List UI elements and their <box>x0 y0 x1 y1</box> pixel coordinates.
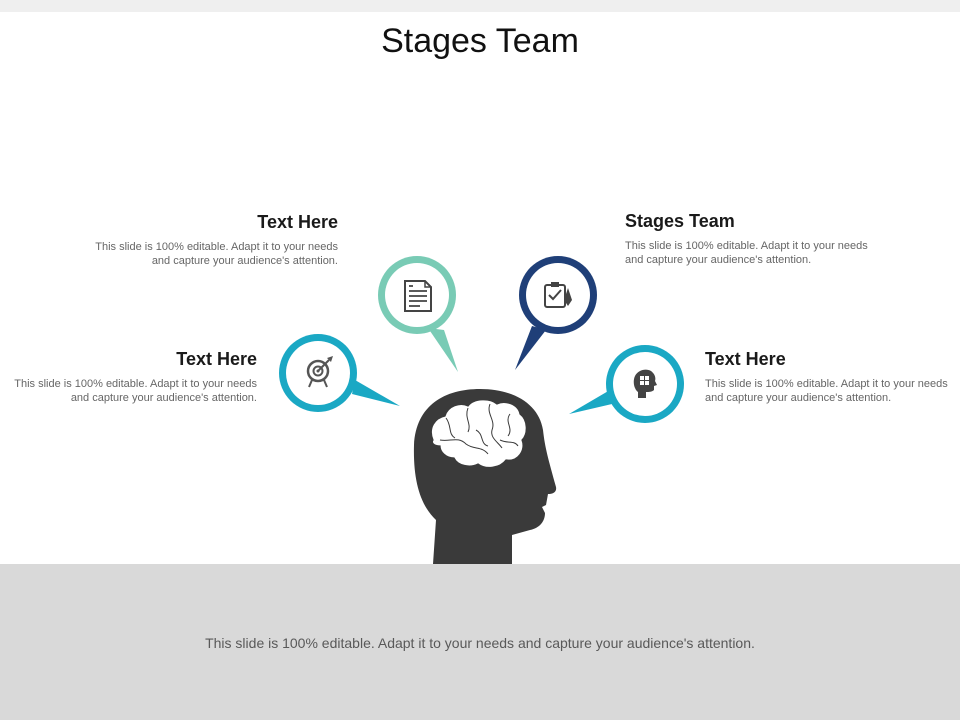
text-block-mid-left: Text Here This slide is 100% editable. A… <box>7 348 257 405</box>
brain-icon <box>430 399 527 469</box>
block-heading: Stages Team <box>625 211 735 231</box>
head-diagram <box>279 256 684 564</box>
top-bar <box>0 0 960 12</box>
target-icon <box>306 356 333 388</box>
bubble-clipboard <box>515 256 597 370</box>
bubble-document <box>378 256 458 372</box>
text-block-top-left: Text Here This slide is 100% editable. A… <box>88 211 338 268</box>
slide-title: Stages Team <box>381 22 579 60</box>
block-description: This slide is 100% editable. Adapt it to… <box>95 241 338 267</box>
document-icon <box>404 280 432 312</box>
block-description: This slide is 100% editable. Adapt it to… <box>705 378 948 404</box>
bubble-puzzle-head <box>569 345 684 423</box>
text-block-mid-right: Text Here This slide is 100% editable. A… <box>705 348 955 405</box>
block-description: This slide is 100% editable. Adapt it to… <box>625 240 868 266</box>
block-heading: Text Here <box>705 349 786 369</box>
footer-band <box>0 564 960 720</box>
text-block-top-right: Stages Team This slide is 100% editable.… <box>625 210 875 267</box>
block-description: This slide is 100% editable. Adapt it to… <box>14 378 257 404</box>
puzzle-head-icon <box>633 369 657 398</box>
bubble-target <box>279 334 400 412</box>
block-heading: Text Here <box>176 349 257 369</box>
block-heading: Text Here <box>257 212 338 232</box>
footer-text: This slide is 100% editable. Adapt it to… <box>205 635 755 651</box>
clipboard-icon <box>544 282 572 308</box>
